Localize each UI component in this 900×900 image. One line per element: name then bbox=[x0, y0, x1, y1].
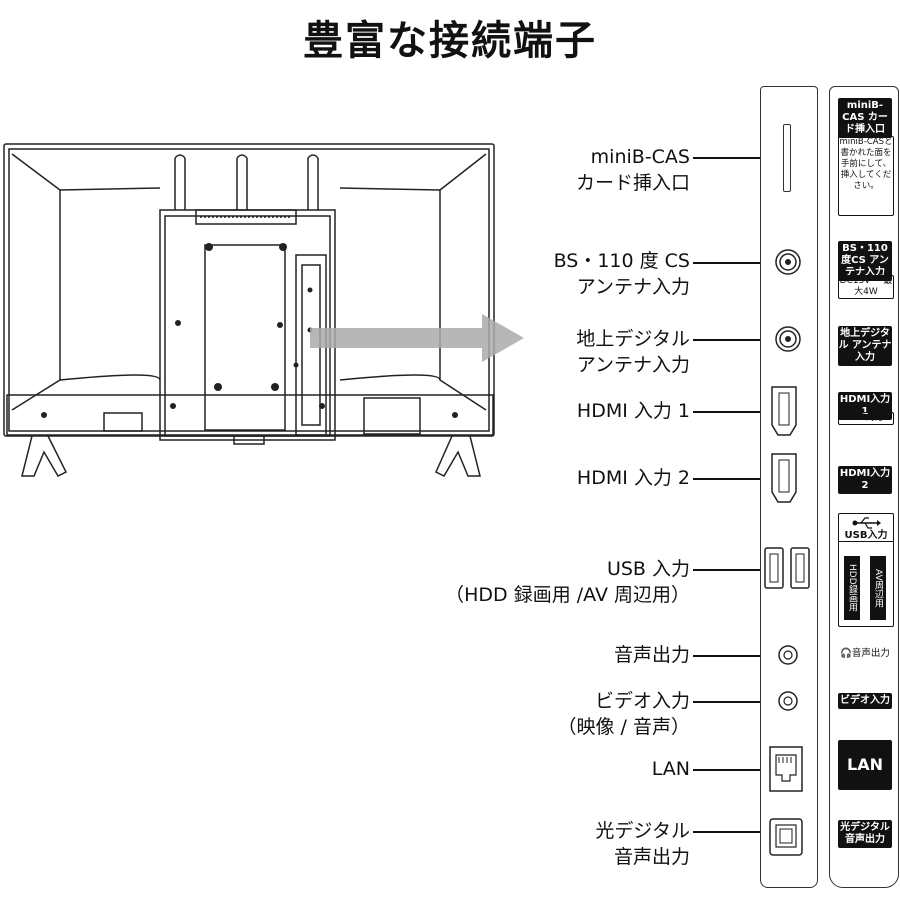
strip-tag-bcas: miniB-CAS カード挿入口 bbox=[838, 98, 892, 138]
strip-tag-bs: BS・110度CS アンテナ入力 bbox=[838, 241, 892, 281]
hdmi2-port-icon bbox=[771, 453, 797, 503]
port-label-line: LAN bbox=[651, 758, 690, 780]
strip-tag-lan: LAN bbox=[838, 740, 892, 790]
strip-tag-audio: 音声出力 bbox=[851, 648, 890, 659]
port-label-bcas: miniB-CAS カード挿入口 bbox=[576, 144, 690, 196]
strip-tag-hdmi1: HDMI入力1 bbox=[838, 392, 892, 420]
tv-rear-illustration bbox=[3, 143, 495, 477]
port-label-hdmi2: HDMI 入力 2 bbox=[577, 465, 690, 491]
strip-note-hdmi1: ARC対応 bbox=[838, 412, 894, 425]
port-label-line: 光デジタル bbox=[595, 820, 690, 842]
port-label-line: 音声出力 bbox=[613, 644, 690, 666]
port-label-line: カード挿入口 bbox=[575, 172, 690, 194]
optical-port-icon bbox=[769, 818, 803, 856]
leader-line bbox=[693, 411, 768, 413]
strip-usb-av: AV周辺用 bbox=[870, 556, 886, 620]
port-label-hdmi1: HDMI 入力 1 bbox=[577, 398, 690, 424]
port-label-line: HDMI 入力 1 bbox=[576, 400, 690, 422]
leader-line bbox=[693, 831, 768, 833]
strip-tag-optical: 光デジタル 音声出力 bbox=[838, 820, 892, 848]
port-label-audio-out: 音声出力 bbox=[614, 642, 690, 668]
strip-usb-hdd: HDD録画用 bbox=[844, 556, 860, 620]
bcas-slot bbox=[783, 124, 791, 192]
strip-tag-hdmi2: HDMI入力2 bbox=[838, 466, 892, 494]
port-label-line: （映像 / 音声） bbox=[557, 716, 690, 738]
port-label-line: 地上デジタル bbox=[576, 328, 690, 350]
strip-audio-row: 🎧音声出力 bbox=[838, 648, 892, 659]
leader-line bbox=[693, 262, 775, 264]
strip-usb-box: USB入力 HDD録画用 AV周辺用 bbox=[838, 513, 894, 627]
port-label-line: （HDD 録画用 /AV 周辺用） bbox=[445, 584, 690, 606]
audio-out-jack-icon bbox=[778, 645, 798, 665]
port-label-usb: USB 入力 （HDD 録画用 /AV 周辺用） bbox=[445, 556, 690, 608]
port-label-line: ビデオ入力 bbox=[594, 690, 690, 712]
leader-line bbox=[693, 569, 763, 571]
port-label-line: miniB-CAS bbox=[590, 146, 690, 168]
arrow-icon bbox=[310, 314, 524, 362]
usb-ports-icon bbox=[764, 547, 810, 589]
lan-port-icon bbox=[769, 746, 803, 792]
port-label-line: アンテナ入力 bbox=[576, 276, 690, 298]
strip-note-bcas: miniB-CASと書かれた面を手前にして、挿入してください。 bbox=[838, 136, 894, 216]
leader-line bbox=[693, 655, 775, 657]
video-in-jack-icon bbox=[778, 691, 798, 711]
headphone-icon: 🎧 bbox=[840, 648, 852, 659]
port-label-video-in: ビデオ入力 （映像 / 音声） bbox=[558, 688, 690, 740]
port-label-line: アンテナ入力 bbox=[576, 354, 690, 376]
strip-tag-terrestrial: 地上デジタル アンテナ入力 bbox=[838, 326, 892, 366]
bs-antenna-port-icon bbox=[775, 249, 801, 275]
port-label-lan: LAN bbox=[652, 756, 690, 782]
hdmi1-port-icon bbox=[771, 386, 797, 436]
leader-line bbox=[693, 701, 775, 703]
port-label-line: HDMI 入力 2 bbox=[576, 467, 690, 489]
page-title: 豊富な接続端子 bbox=[303, 18, 597, 64]
strip-tag-usb: USB入力 bbox=[839, 530, 893, 542]
leader-line bbox=[693, 339, 775, 341]
port-label-bs: BS・110 度 CS アンテナ入力 bbox=[554, 248, 690, 300]
strip-tag-video: ビデオ入力 bbox=[838, 693, 892, 709]
strip-note-bs: DC15V ⎓ 最大4W bbox=[838, 275, 894, 299]
port-label-line: USB 入力 bbox=[606, 558, 690, 580]
leader-line bbox=[693, 478, 768, 480]
leader-line bbox=[693, 157, 763, 159]
port-label-line: 音声出力 bbox=[613, 846, 690, 868]
leader-line bbox=[693, 769, 768, 771]
port-label-line: BS・110 度 CS bbox=[553, 250, 690, 272]
port-label-terrestrial: 地上デジタル アンテナ入力 bbox=[576, 326, 690, 378]
usb-icon bbox=[852, 517, 881, 529]
port-label-optical: 光デジタル 音声出力 bbox=[595, 818, 690, 870]
terrestrial-antenna-port-icon bbox=[775, 326, 801, 352]
